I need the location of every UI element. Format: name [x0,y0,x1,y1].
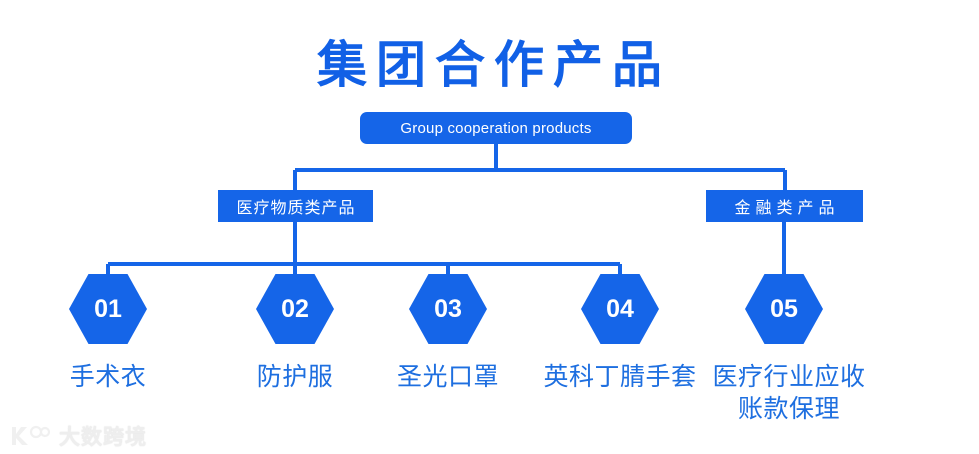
hexagon-badge-03-number: 03 [434,294,462,323]
watermark-text: 大数跨境 [59,426,147,449]
page-title: 集团合作产品 [317,37,671,93]
leaf-label-03-text: 圣光口罩 [396,363,499,391]
hexagon-badge-01-number: 01 [94,294,122,323]
hexagon-badge-04[interactable]: 04 [581,274,659,344]
branch-node-finance-label: 金融类产品 [734,200,840,217]
leaf-label-05-text: 医疗行业应收账款保理 [712,363,866,423]
leaf-label-05: 医疗行业应收账款保理 [700,361,878,425]
watermark-logo-icon [8,424,52,448]
leaf-label-04: 英科丁腈手套 [540,361,700,393]
leaf-label-02: 防护服 [215,361,375,393]
hexagon-badge-03[interactable]: 03 [409,274,487,344]
hexagon-badge-01[interactable]: 01 [69,274,147,344]
leaf-label-03: 圣光口罩 [368,361,528,393]
leaf-label-02-text: 防护服 [256,363,334,391]
hexagon-badge-02[interactable]: 02 [256,274,334,344]
watermark: 大数跨境 [8,421,147,451]
branch-node-finance[interactable]: 金融类产品 [706,190,863,222]
leaf-label-04-text: 英科丁腈手套 [543,363,697,391]
leaf-label-01: 手术衣 [28,361,188,393]
hexagon-badge-02-number: 02 [281,294,309,323]
hexagon-badge-05[interactable]: 05 [745,274,823,344]
hexagon-badge-04-number: 04 [606,294,634,323]
leaf-label-01-text: 手术衣 [69,363,147,391]
branch-node-medical-label: 医疗物质类产品 [236,200,356,217]
hexagon-badge-05-number: 05 [770,294,798,323]
root-node-group-cooperation-products[interactable]: Group cooperation products [360,112,632,144]
root-node-label: Group cooperation products [400,119,592,137]
branch-node-medical[interactable]: 医疗物质类产品 [218,190,373,222]
